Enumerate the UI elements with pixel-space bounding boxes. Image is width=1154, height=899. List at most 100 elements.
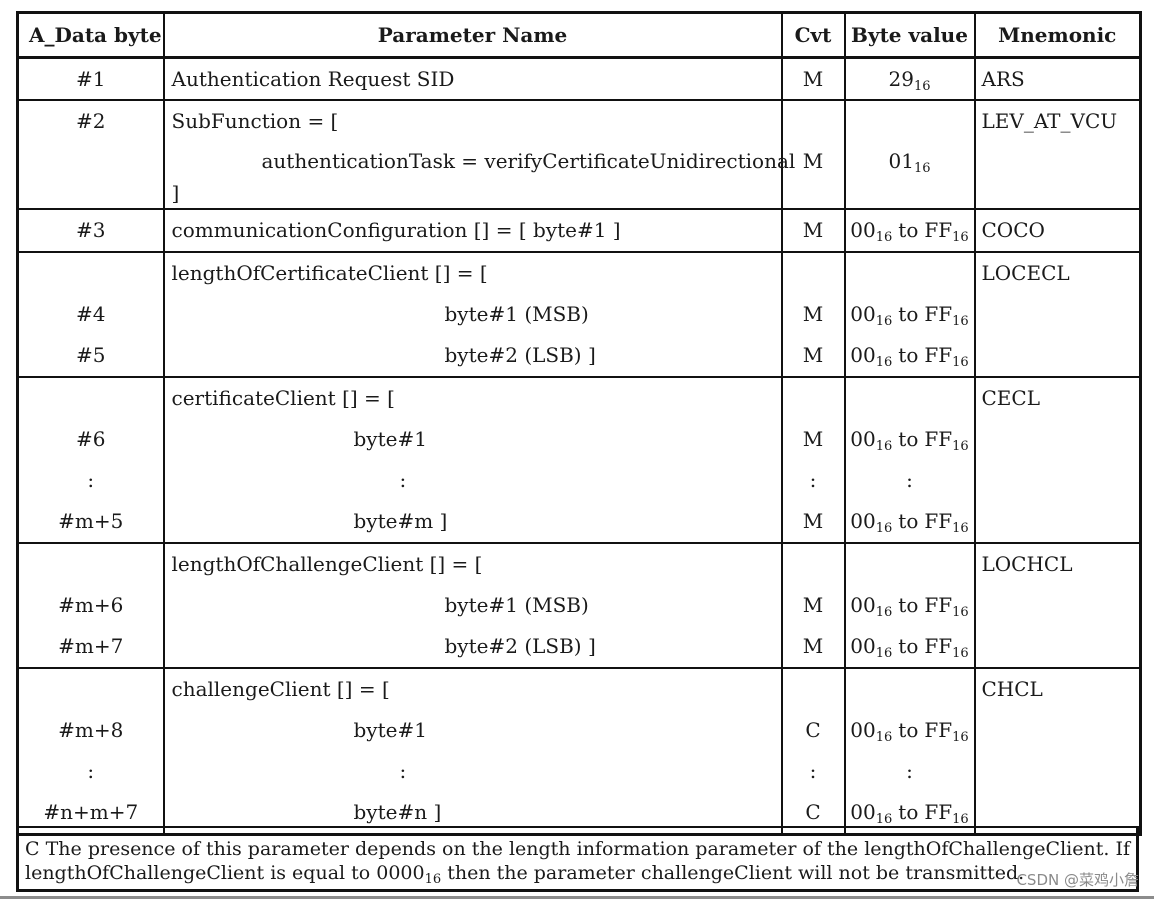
byte-index: #2 (76, 109, 106, 133)
cvt-cell: M (780, 99, 846, 210)
mnemonic-cell: LOCHCL (973, 542, 1142, 669)
parameter-name: byte#n ] (353, 800, 442, 824)
cvt-value: M (802, 343, 824, 367)
byte-value (846, 378, 974, 419)
value-subscript: 16 (913, 79, 931, 94)
header-a-data-byte: A_Data byte (16, 11, 165, 59)
byte-index: #1 (76, 67, 106, 91)
byte-cell: #m+8:#n+m+7 (16, 667, 165, 836)
footnote-line-2-end: then the parameter challengeClient will … (441, 862, 1025, 884)
byte-value (846, 669, 974, 710)
parameter-name: byte#2 (LSB) ] (444, 634, 596, 658)
parameter-name: lengthOfCertificateClient [] = [ (171, 261, 488, 285)
range-high-subscript: 16 (952, 230, 969, 245)
cvt-value (783, 669, 844, 710)
byte-index: #m+7 (58, 634, 124, 658)
range-low: 00 (850, 343, 876, 367)
byte-index (19, 544, 163, 585)
footnote-line-2-start: lengthOfChallengeClient is equal to 0000 (25, 862, 425, 884)
range-high: FF (924, 509, 953, 533)
parameter-name-cell: Authentication Request SID (162, 56, 783, 101)
parameter-name: byte#1 (MSB) (444, 593, 589, 617)
parameter-name: communicationConfiguration [] = [ byte#1… (171, 218, 621, 242)
range-low-subscript: 16 (875, 314, 893, 329)
cvt-value: M (802, 427, 824, 451)
byte-index (19, 669, 163, 710)
byte-value: : (846, 460, 974, 501)
mnemonic-value: CECL (981, 386, 1041, 410)
table-row: #1 Authentication Request SID M 2916 ARS (16, 56, 1142, 101)
range-high: FF (924, 593, 953, 617)
footnote: C The presence of this parameter depends… (16, 826, 1139, 892)
byte-index (19, 253, 163, 294)
value-base: 01 (888, 149, 914, 173)
header-parameter-name: Parameter Name (162, 11, 783, 59)
byte-cell: #m+6#m+7 (16, 542, 165, 669)
cvt-cell: M (780, 56, 846, 101)
cvt-cell: C:C (780, 667, 846, 836)
range-high: FF (924, 427, 953, 451)
cvt-value: M (802, 149, 824, 173)
range-high-subscript: 16 (952, 730, 969, 745)
parameter-name: certificateClient [] = [ (171, 386, 395, 410)
cvt-value (783, 544, 844, 585)
range-word: to (898, 427, 919, 451)
mnemonic-cell: LOCECL (973, 251, 1142, 378)
byte-index (19, 182, 163, 208)
range-high: FF (924, 718, 953, 742)
header-mnemonic: Mnemonic (973, 11, 1142, 59)
parameter-name: SubFunction = [ (171, 109, 339, 133)
parameter-name-cell: lengthOfCertificateClient [] = [ byte#1 (… (162, 251, 783, 378)
header-byte-value: Byte value (843, 11, 976, 59)
parameter-name: byte#2 (LSB) ] (444, 343, 596, 367)
range-low: 00 (850, 634, 876, 658)
range-low: 00 (850, 427, 876, 451)
range-low-subscript: 16 (875, 605, 893, 620)
range-low-subscript: 16 (875, 355, 893, 370)
cvt-value (783, 101, 844, 141)
cvt-value (783, 253, 844, 294)
header-cvt: Cvt (780, 11, 846, 59)
range-high: FF (924, 302, 953, 326)
cvt-value: : (809, 759, 817, 783)
byte-value: 0116 (846, 141, 974, 182)
cvt-value: M (802, 593, 824, 617)
parameter-name: byte#1 (MSB) (444, 302, 589, 326)
range-high-subscript: 16 (952, 812, 969, 827)
parameter-name: Authentication Request SID (171, 67, 455, 91)
range-low: 00 (850, 593, 876, 617)
value-subscript: 16 (913, 161, 931, 176)
parameter-name-cell: lengthOfChallengeClient [] = [byte#1 (MS… (162, 542, 783, 669)
cvt-value: M (802, 509, 824, 533)
parameter-name: byte#m ] (353, 509, 448, 533)
parameter-name: byte#1 (353, 427, 427, 451)
parameter-name: : (399, 468, 407, 492)
watermark: CSDN @菜鸡小詹 (1016, 871, 1139, 889)
range-high-subscript: 16 (952, 605, 969, 620)
range-word: to (898, 218, 919, 242)
byte-index: #m+8 (58, 718, 124, 742)
range-low: 00 (850, 800, 876, 824)
value-base: 29 (888, 67, 914, 91)
parameter-name-cell: communicationConfiguration [] = [ byte#1… (162, 208, 783, 253)
range-low-subscript: 16 (875, 812, 893, 827)
cvt-value: M (802, 634, 824, 658)
cvt-cell: M:M (780, 376, 846, 544)
mnemonic-cell: COCO (973, 208, 1142, 253)
parameter-name-cell: challengeClient [] = [byte#1:byte#n ] (162, 667, 783, 836)
range-low-subscript: 16 (875, 646, 893, 661)
range-low-subscript: 16 (875, 230, 893, 245)
mnemonic-cell: ARS (973, 56, 1142, 101)
